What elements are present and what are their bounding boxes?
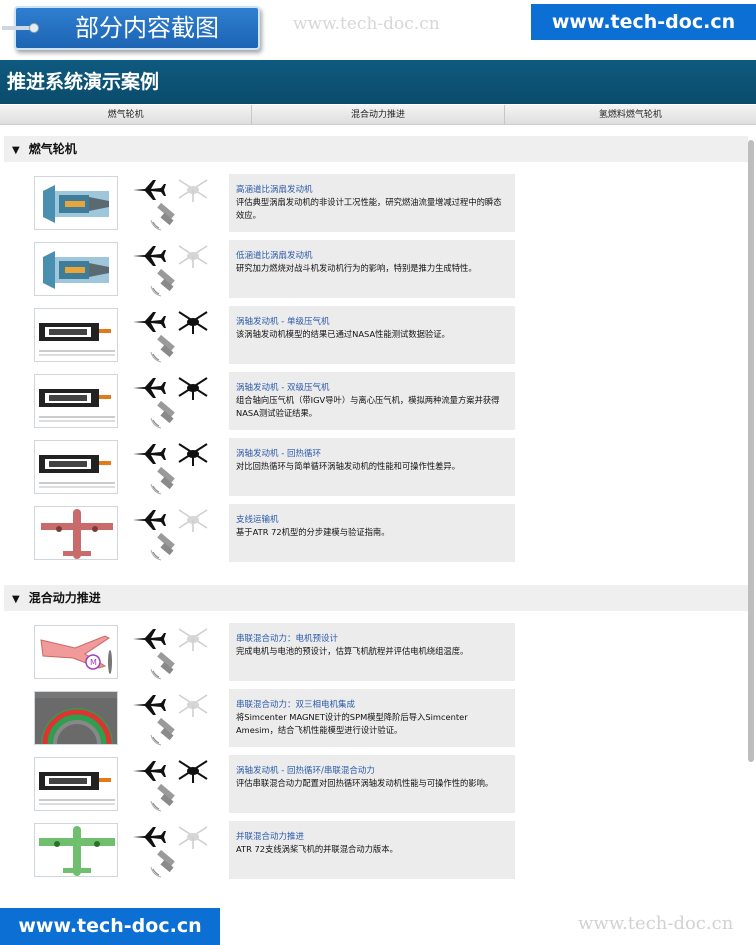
list-item[interactable]: 低涵道比涡扇发动机 研究加力燃烧对战斗机发动机行为的影响，特别是推力生成特性。 xyxy=(32,240,516,298)
list-item[interactable]: 涡轴发动机 - 双级压气机 组合轴向压气机（带IGV导叶）与离心压气机，模拟两种… xyxy=(32,372,516,430)
item-description: 支线运输机 基于ATR 72机型的分步建模与验证指南。 xyxy=(229,504,515,562)
applicability-icons xyxy=(131,174,221,232)
turboshaft-icon xyxy=(34,374,118,428)
list-item[interactable]: 串联混合动力：双三相电机集成 将Simcenter MAGNET设计的SPM模型… xyxy=(32,689,516,747)
watermark-top: www.tech-doc.cn xyxy=(293,14,440,34)
applicability-icons xyxy=(131,372,221,430)
item-text: 评估典型涡扇发动机的非设计工况性能，研究燃油流量增减过程中的瞬态效应。 xyxy=(236,197,502,220)
collapse-triangle-icon[interactable]: ▼ xyxy=(12,594,20,605)
item-title-link[interactable]: 涡轴发动机 - 回热循环/串联混合动力 xyxy=(236,766,375,776)
item-text: 评估串联混合动力配置对回热循环涡轴发动机性能与可操作性的影响。 xyxy=(236,778,494,788)
section-title: 燃气轮机 xyxy=(28,142,77,156)
item-description: 涡轴发动机 - 回热循环/串联混合动力 评估串联混合动力配置对回热循环涡轴发动机… xyxy=(229,755,515,813)
item-text: 完成电机与电池的预设计，估算飞机航程并评估电机绕组温度。 xyxy=(236,646,469,656)
scrollbar[interactable] xyxy=(748,140,754,762)
applicability-icons xyxy=(131,755,221,813)
section-header-gas-turbine[interactable]: ▼ 燃气轮机 xyxy=(4,136,748,162)
aircraft-green-icon xyxy=(34,823,118,877)
item-text: 将Simcenter MAGNET设计的SPM模型降阶后导入Simcenter … xyxy=(236,712,468,735)
applicability-icons xyxy=(131,504,221,562)
section-header-hybrid-propulsion[interactable]: ▼ 混合动力推进 xyxy=(4,585,748,611)
item-title-link[interactable]: 并联混合动力推进 xyxy=(236,832,305,842)
item-description: 串联混合动力：双三相电机集成 将Simcenter MAGNET设计的SPM模型… xyxy=(229,689,515,747)
screenshot-title-badge: 部分内容截图 xyxy=(2,6,260,50)
item-title-link[interactable]: 低涵道比涡扇发动机 xyxy=(236,251,313,261)
motor-section-icon xyxy=(34,691,118,745)
item-title-link[interactable]: 串联混合动力：电机预设计 xyxy=(236,634,339,644)
svg-text:M: M xyxy=(90,658,97,667)
list-item[interactable]: 涡轴发动机 - 单级压气机 该涡轴发动机模型的结果已通过NASA性能测试数据验证… xyxy=(32,306,516,364)
app-title: 推进系统演示案例 xyxy=(0,60,756,104)
turboshaft-icon xyxy=(34,308,118,362)
turbofan-icon xyxy=(34,242,118,296)
item-text: 组合轴向压气机（带IGV导叶）与离心压气机，模拟两种流量方案并获得NASA测试验… xyxy=(236,395,500,418)
pin-icon xyxy=(2,23,39,33)
item-title-link[interactable]: 串联混合动力：双三相电机集成 xyxy=(236,700,356,710)
item-description: 涡轴发动机 - 回热循环 对比回热循环与简单循环涡轴发动机的性能和可操作性差异。 xyxy=(229,438,515,496)
tab-hybrid-propulsion[interactable]: 混合动力推进 xyxy=(252,105,505,124)
item-text: 对比回热循环与简单循环涡轴发动机的性能和可操作性差异。 xyxy=(236,461,461,471)
applicability-icons xyxy=(131,240,221,298)
screenshot-title: 部分内容截图 xyxy=(75,14,219,42)
list-item[interactable]: M 串联混合动力：电机预设计 完成电机与电池的预设计，估算飞机航程并评估电机绕组… xyxy=(32,623,516,681)
applicability-icons xyxy=(131,689,221,747)
applicability-icons xyxy=(131,821,221,879)
applicability-icons xyxy=(131,438,221,496)
list-item[interactable]: 并联混合动力推进 ATR 72支线涡桨飞机的并联混合动力版本。 xyxy=(32,821,516,879)
tab-gas-turbine[interactable]: 燃气轮机 xyxy=(0,105,253,124)
list-item[interactable]: 支线运输机 基于ATR 72机型的分步建模与验证指南。 xyxy=(32,504,516,562)
turboshaft-icon xyxy=(34,757,118,811)
item-description: 高涵道比涡扇发动机 评估典型涡扇发动机的非设计工况性能，研究燃油流量增减过程中的… xyxy=(229,174,515,232)
site-badge-top: www.tech-doc.cn xyxy=(531,4,756,40)
tab-hydrogen-turbine[interactable]: 氢燃料燃气轮机 xyxy=(504,105,756,124)
hybrid-aircraft-icon: M xyxy=(34,625,118,679)
item-title-link[interactable]: 支线运输机 xyxy=(236,515,279,525)
aircraft-red-icon xyxy=(34,506,118,560)
site-badge-bottom: www.tech-doc.cn xyxy=(0,908,220,945)
tab-bar: 燃气轮机 混合动力推进 氢燃料燃气轮机 xyxy=(0,105,756,125)
list-item[interactable]: 高涵道比涡扇发动机 评估典型涡扇发动机的非设计工况性能，研究燃油流量增减过程中的… xyxy=(32,174,516,232)
turboshaft-icon xyxy=(34,440,118,494)
applicability-icons xyxy=(131,623,221,681)
item-description: 涡轴发动机 - 单级压气机 该涡轴发动机模型的结果已通过NASA性能测试数据验证… xyxy=(229,306,515,364)
item-title-link[interactable]: 涡轴发动机 - 单级压气机 xyxy=(236,317,330,327)
item-description: 并联混合动力推进 ATR 72支线涡桨飞机的并联混合动力版本。 xyxy=(229,821,515,879)
item-text: 基于ATR 72机型的分步建模与验证指南。 xyxy=(236,527,390,537)
list-item[interactable]: 涡轴发动机 - 回热循环 对比回热循环与简单循环涡轴发动机的性能和可操作性差异。 xyxy=(32,438,516,496)
watermark-bottom: www.tech-doc.cn xyxy=(578,913,734,934)
section-title: 混合动力推进 xyxy=(28,591,101,605)
applicability-icons xyxy=(131,306,221,364)
item-title-link[interactable]: 涡轴发动机 - 双级压气机 xyxy=(236,383,330,393)
item-title-link[interactable]: 高涵道比涡扇发动机 xyxy=(236,185,313,195)
item-description: 涡轴发动机 - 双级压气机 组合轴向压气机（带IGV导叶）与离心压气机，模拟两种… xyxy=(229,372,515,430)
item-text: 研究加力燃烧对战斗机发动机行为的影响，特别是推力生成特性。 xyxy=(236,263,477,273)
collapse-triangle-icon[interactable]: ▼ xyxy=(12,145,20,156)
item-description: 串联混合动力：电机预设计 完成电机与电池的预设计，估算飞机航程并评估电机绕组温度… xyxy=(229,623,515,681)
item-description: 低涵道比涡扇发动机 研究加力燃烧对战斗机发动机行为的影响，特别是推力生成特性。 xyxy=(229,240,515,298)
item-text: ATR 72支线涡桨飞机的并联混合动力版本。 xyxy=(236,844,398,854)
list-item[interactable]: 涡轴发动机 - 回热循环/串联混合动力 评估串联混合动力配置对回热循环涡轴发动机… xyxy=(32,755,516,813)
turbofan-icon xyxy=(34,176,118,230)
item-title-link[interactable]: 涡轴发动机 - 回热循环 xyxy=(236,449,321,459)
item-text: 该涡轴发动机模型的结果已通过NASA性能测试数据验证。 xyxy=(236,329,450,339)
